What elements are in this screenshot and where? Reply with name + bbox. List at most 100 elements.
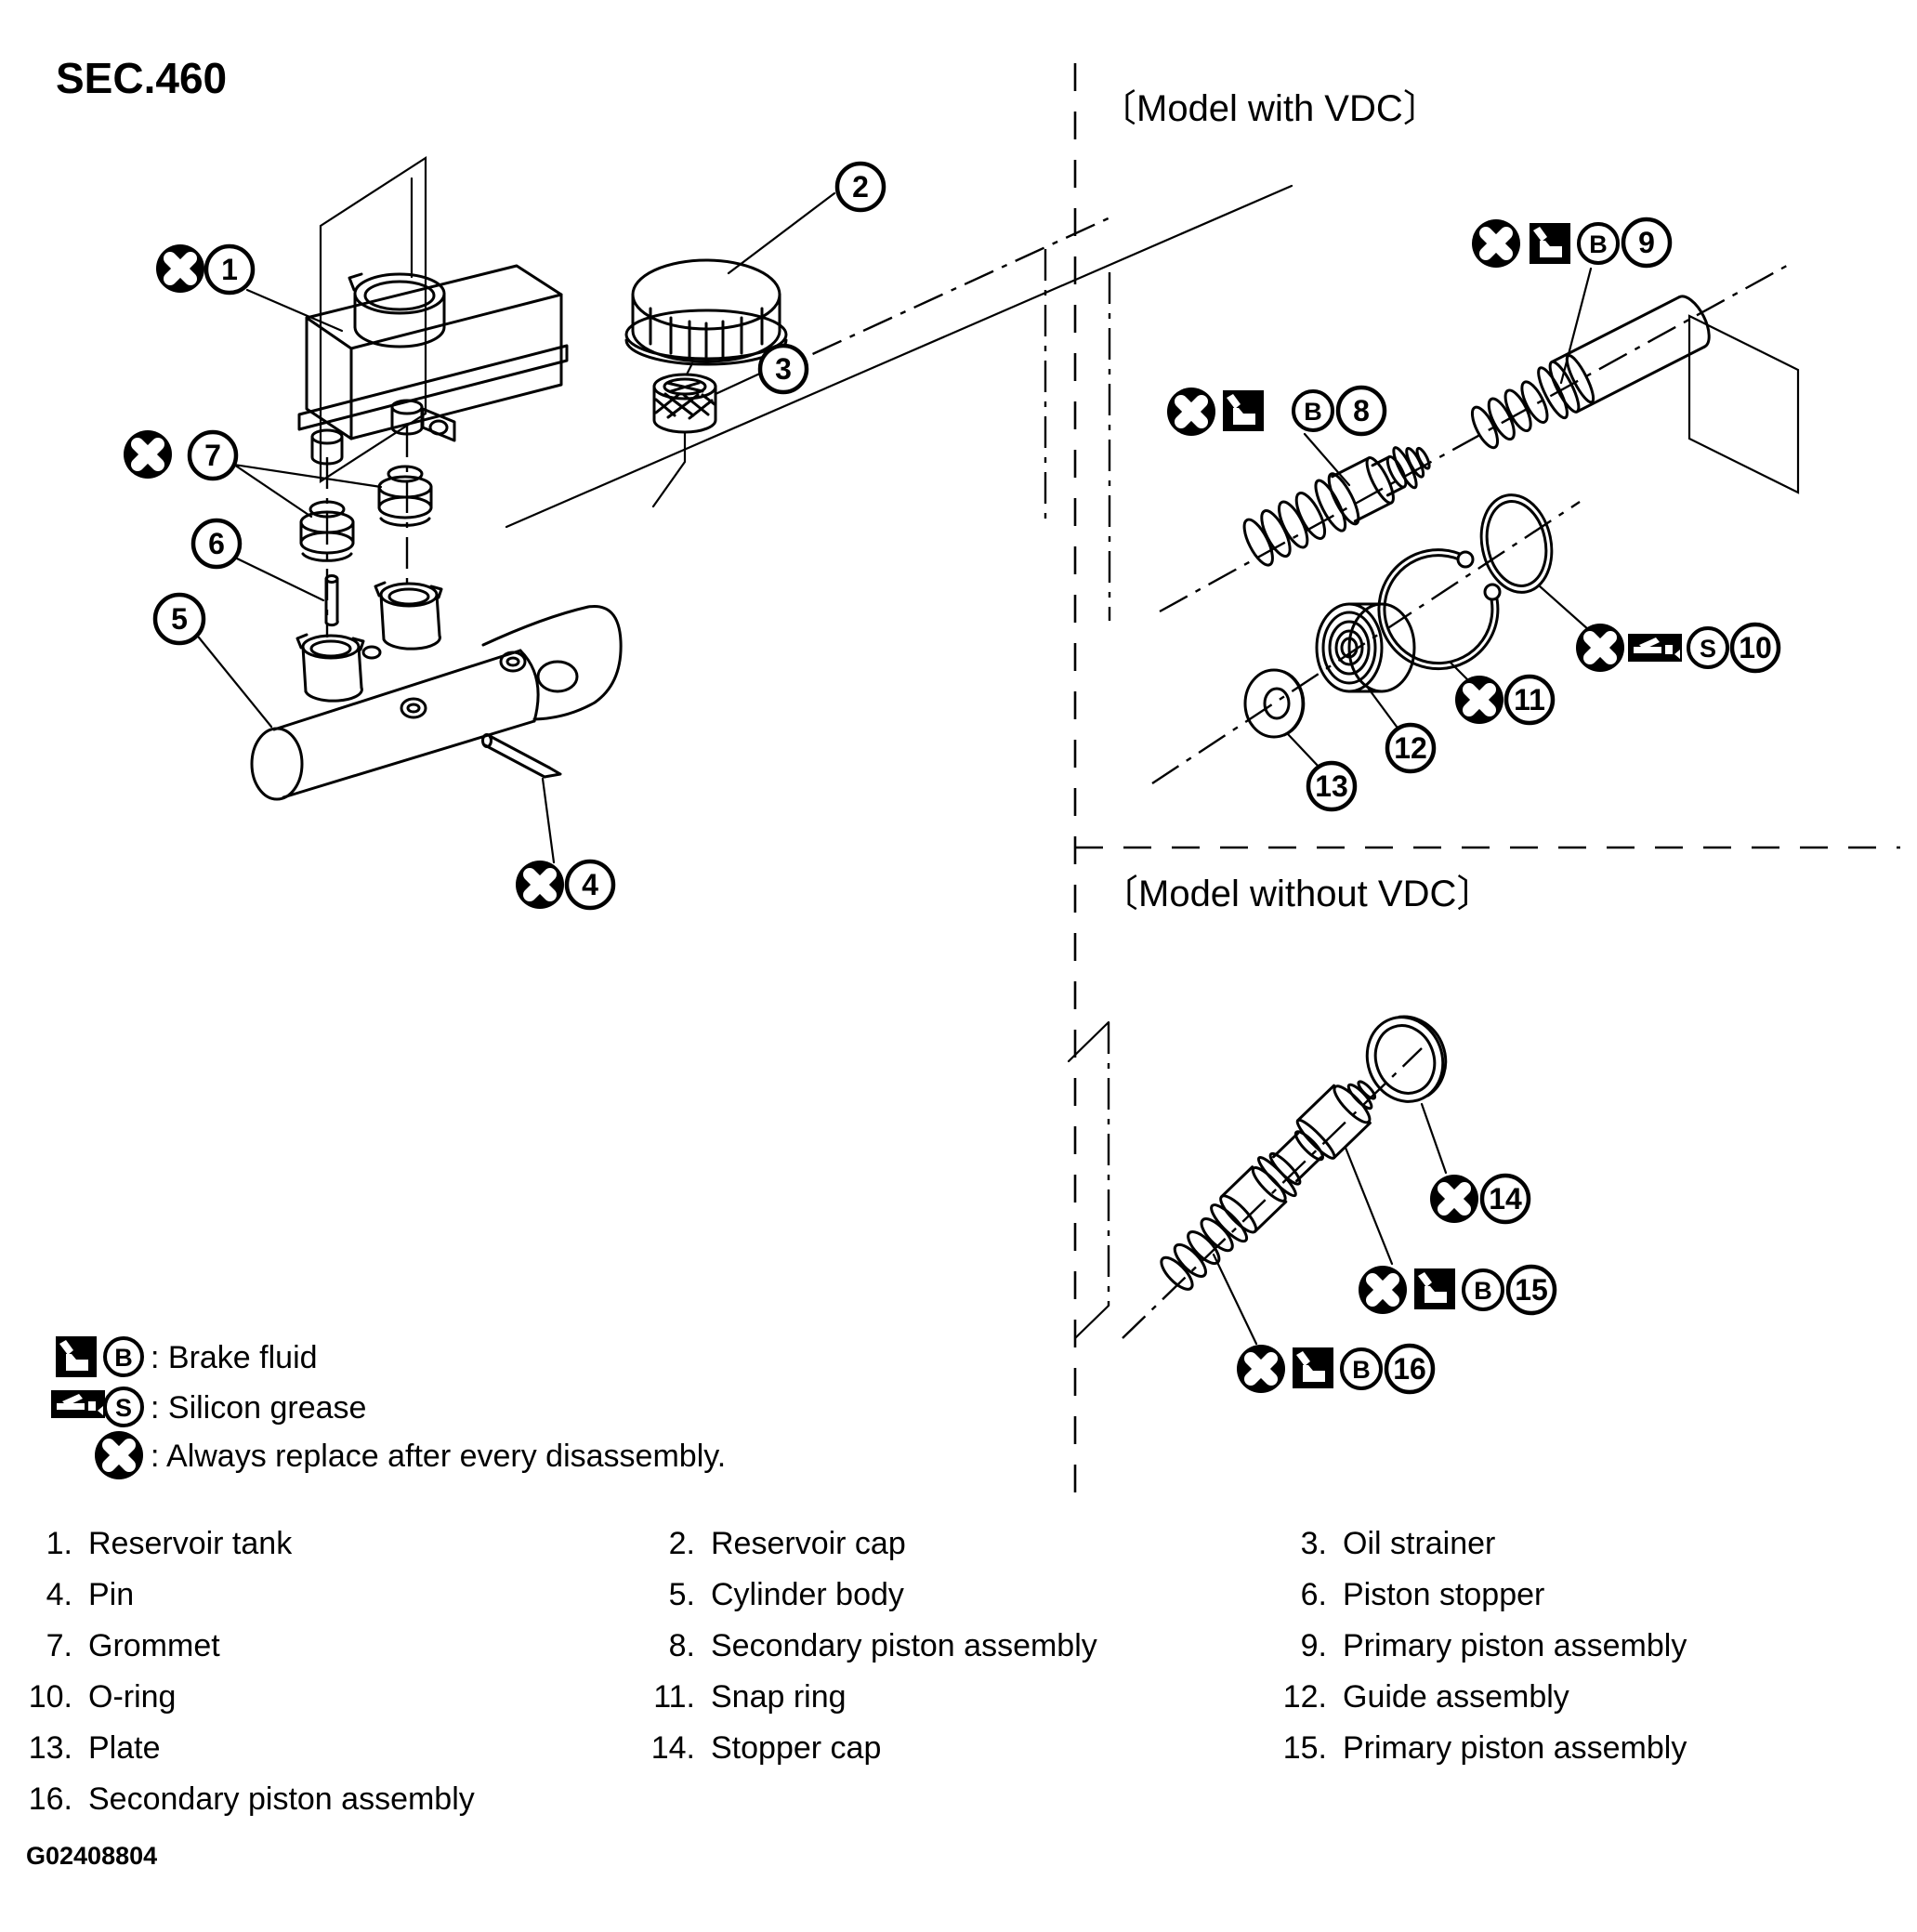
svg-text:B: B [1352,1356,1371,1384]
part-num-13: 13. [29,1730,72,1766]
guide-assembly [1315,602,1416,693]
reservoir-tank [297,264,569,466]
silicon-grease-icon-10 [1628,634,1682,662]
part-num-7: 7. [46,1628,72,1663]
svg-text:1: 1 [221,253,238,286]
part-name-7: Grommet [88,1628,220,1663]
replace-icon-14 [1430,1175,1478,1223]
legend-replace-label: : Always replace after every disassembly… [151,1439,726,1474]
cap-strainer-link [685,361,694,376]
replace-icon-15 [1359,1266,1407,1314]
callout-13: 13 [1306,760,1358,812]
brake-fluid-badge-8: B [1292,389,1334,432]
plate [1243,668,1306,739]
part-name-5: Cylinder body [711,1577,904,1612]
brake-fluid-badge-legend: B [103,1336,144,1377]
part-name-3: Oil strainer [1343,1526,1495,1561]
part-name-8: Secondary piston assembly [711,1628,1097,1663]
part-name-9: Primary piston assembly [1343,1628,1687,1663]
svg-text:9: 9 [1638,226,1655,259]
brake-fluid-badge-15: B [1462,1268,1504,1311]
part-num-4: 4. [46,1577,72,1612]
parts-list: 1. Reservoir tank 2. Reservoir cap 3. Oi… [29,1526,1687,1817]
part-name-2: Reservoir cap [711,1526,906,1561]
part-num-12: 12. [1283,1679,1327,1715]
callout-11: 11 [1503,674,1556,726]
svg-text:S: S [115,1394,132,1422]
svg-text:12: 12 [1394,731,1427,765]
svg-text:5: 5 [171,602,188,636]
part-name-10: O-ring [88,1679,176,1715]
part-num-5: 5. [669,1577,695,1612]
section-label: SEC.460 [56,54,227,102]
svg-text:3: 3 [775,352,792,386]
novdc-piston-axis [1122,1047,1423,1339]
part-num-10: 10. [29,1679,72,1715]
panel-label-with-vdc: 〔Model with VDC〕 [1099,88,1440,129]
legend-brake-fluid-label: : Brake fluid [151,1340,318,1375]
strainer-tank-link [651,431,687,508]
part-name-6: Piston stopper [1343,1577,1544,1612]
brake-fluid-icon-8 [1223,390,1264,431]
svg-text:8: 8 [1353,394,1370,427]
replace-icon-11 [1455,676,1503,724]
construction-lines [319,63,1900,1513]
part-num-16: 16. [29,1781,72,1817]
svg-text:B: B [1304,398,1322,426]
legend-silicon-grease-label: : Silicon grease [151,1390,366,1426]
brake-fluid-icon-16 [1293,1347,1333,1388]
piston-train-no-vdc [1160,1080,1377,1291]
silicon-grease-icon-legend [51,1390,105,1418]
svg-text:6: 6 [208,527,225,560]
part-name-11: Snap ring [711,1679,847,1715]
callout-16: 16 [1384,1343,1436,1395]
callout-7: 7 [187,429,239,481]
silicon-grease-badge-legend: S [103,1387,144,1427]
connector-solid-diagonal [505,184,1293,529]
secondary-piston-assembly-vdc [1242,446,1431,567]
part-num-6: 6. [1301,1577,1327,1612]
callout-8: 8 [1335,385,1387,437]
svg-text:B: B [114,1344,133,1372]
vdc-ring-axis [1151,500,1581,785]
replace-icon-16 [1237,1345,1285,1393]
vdc-backdrop-sheet [1687,314,1800,494]
brake-fluid-badge-16: B [1340,1347,1383,1390]
part-name-14: Stopper cap [711,1730,881,1766]
callout-12: 12 [1385,722,1437,774]
part-num-2: 2. [669,1526,695,1561]
primary-piston-assembly-vdc [1470,295,1711,450]
novdc-corner-upper [1067,1020,1110,1063]
connector-dashdot-diagonal [761,215,1113,379]
replace-icon-9 [1472,219,1520,268]
reservoir-cap [624,258,788,366]
callout-10: 10 [1729,622,1781,674]
part-name-13: Plate [88,1730,161,1766]
part-num-1: 1. [46,1526,72,1561]
part-num-14: 14. [651,1730,695,1766]
piston-stopper [324,574,339,627]
part-num-15: 15. [1283,1730,1327,1766]
grommet-left [299,500,355,562]
vdc-piston-axis [1159,260,1794,613]
brake-fluid-icon-15 [1414,1268,1455,1309]
svg-text:4: 4 [582,868,598,901]
oil-strainer [652,373,717,434]
callout-5: 5 [152,592,206,646]
cylinder-body [250,581,623,801]
callout-3: 3 [757,343,809,395]
part-name-12: Guide assembly [1343,1679,1569,1715]
svg-text:15: 15 [1515,1273,1548,1307]
callout-4: 4 [564,859,616,911]
svg-text:7: 7 [204,439,221,472]
replace-icon-legend [95,1431,143,1479]
part-num-3: 3. [1301,1526,1327,1561]
brake-fluid-icon-9 [1530,223,1570,264]
svg-text:14: 14 [1489,1182,1522,1216]
leader-lines [197,191,1593,1346]
grommet-right [377,465,433,527]
replace-icon-8 [1167,388,1215,436]
novdc-corner-lower [1073,1304,1110,1340]
replace-icon-7 [124,430,172,479]
